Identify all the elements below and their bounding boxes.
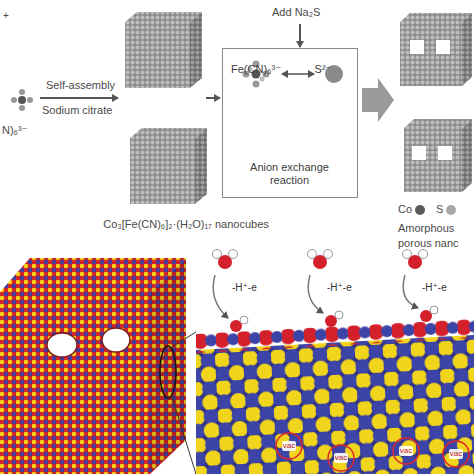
reagent-label: Sodium citrate: [42, 104, 112, 117]
legend-text: Co: [398, 203, 412, 216]
ion-charge: +: [3, 10, 9, 22]
product-label: Co₃[Fe(CN)₆]₂·(H₂O)₁₇ nanocubes: [103, 218, 269, 231]
reaction-name: Anion exchange reaction: [247, 161, 333, 186]
reaction-step: -H⁺-e: [327, 282, 352, 294]
ion-formula: N)₆³⁻: [2, 124, 28, 137]
product-label: Amorphous: [398, 222, 454, 235]
ion-formula: S²⁻: [315, 63, 332, 76]
legend-swatch: [415, 205, 425, 215]
exchange-box: Fe(CN)₆³⁻ S²⁻ Anion exchange reaction: [222, 48, 358, 198]
reaction-step: -H⁺-e: [232, 282, 257, 294]
vacancy-label: vac: [399, 446, 413, 455]
step-label: Self-assembly: [46, 79, 115, 92]
reaction-step: -H⁺-e: [422, 282, 447, 294]
legend-swatch: [446, 205, 456, 215]
vacancy-label: vac: [449, 449, 463, 458]
legend-text: S: [436, 203, 443, 216]
vacancy-label: vac: [334, 453, 348, 462]
ion-formula: Fe(CN)₆³⁻: [231, 63, 281, 76]
vacancy-label: vac: [282, 441, 296, 450]
product-label: porous nanc: [398, 237, 459, 250]
reagent-label: Add Na₂S: [272, 6, 320, 19]
